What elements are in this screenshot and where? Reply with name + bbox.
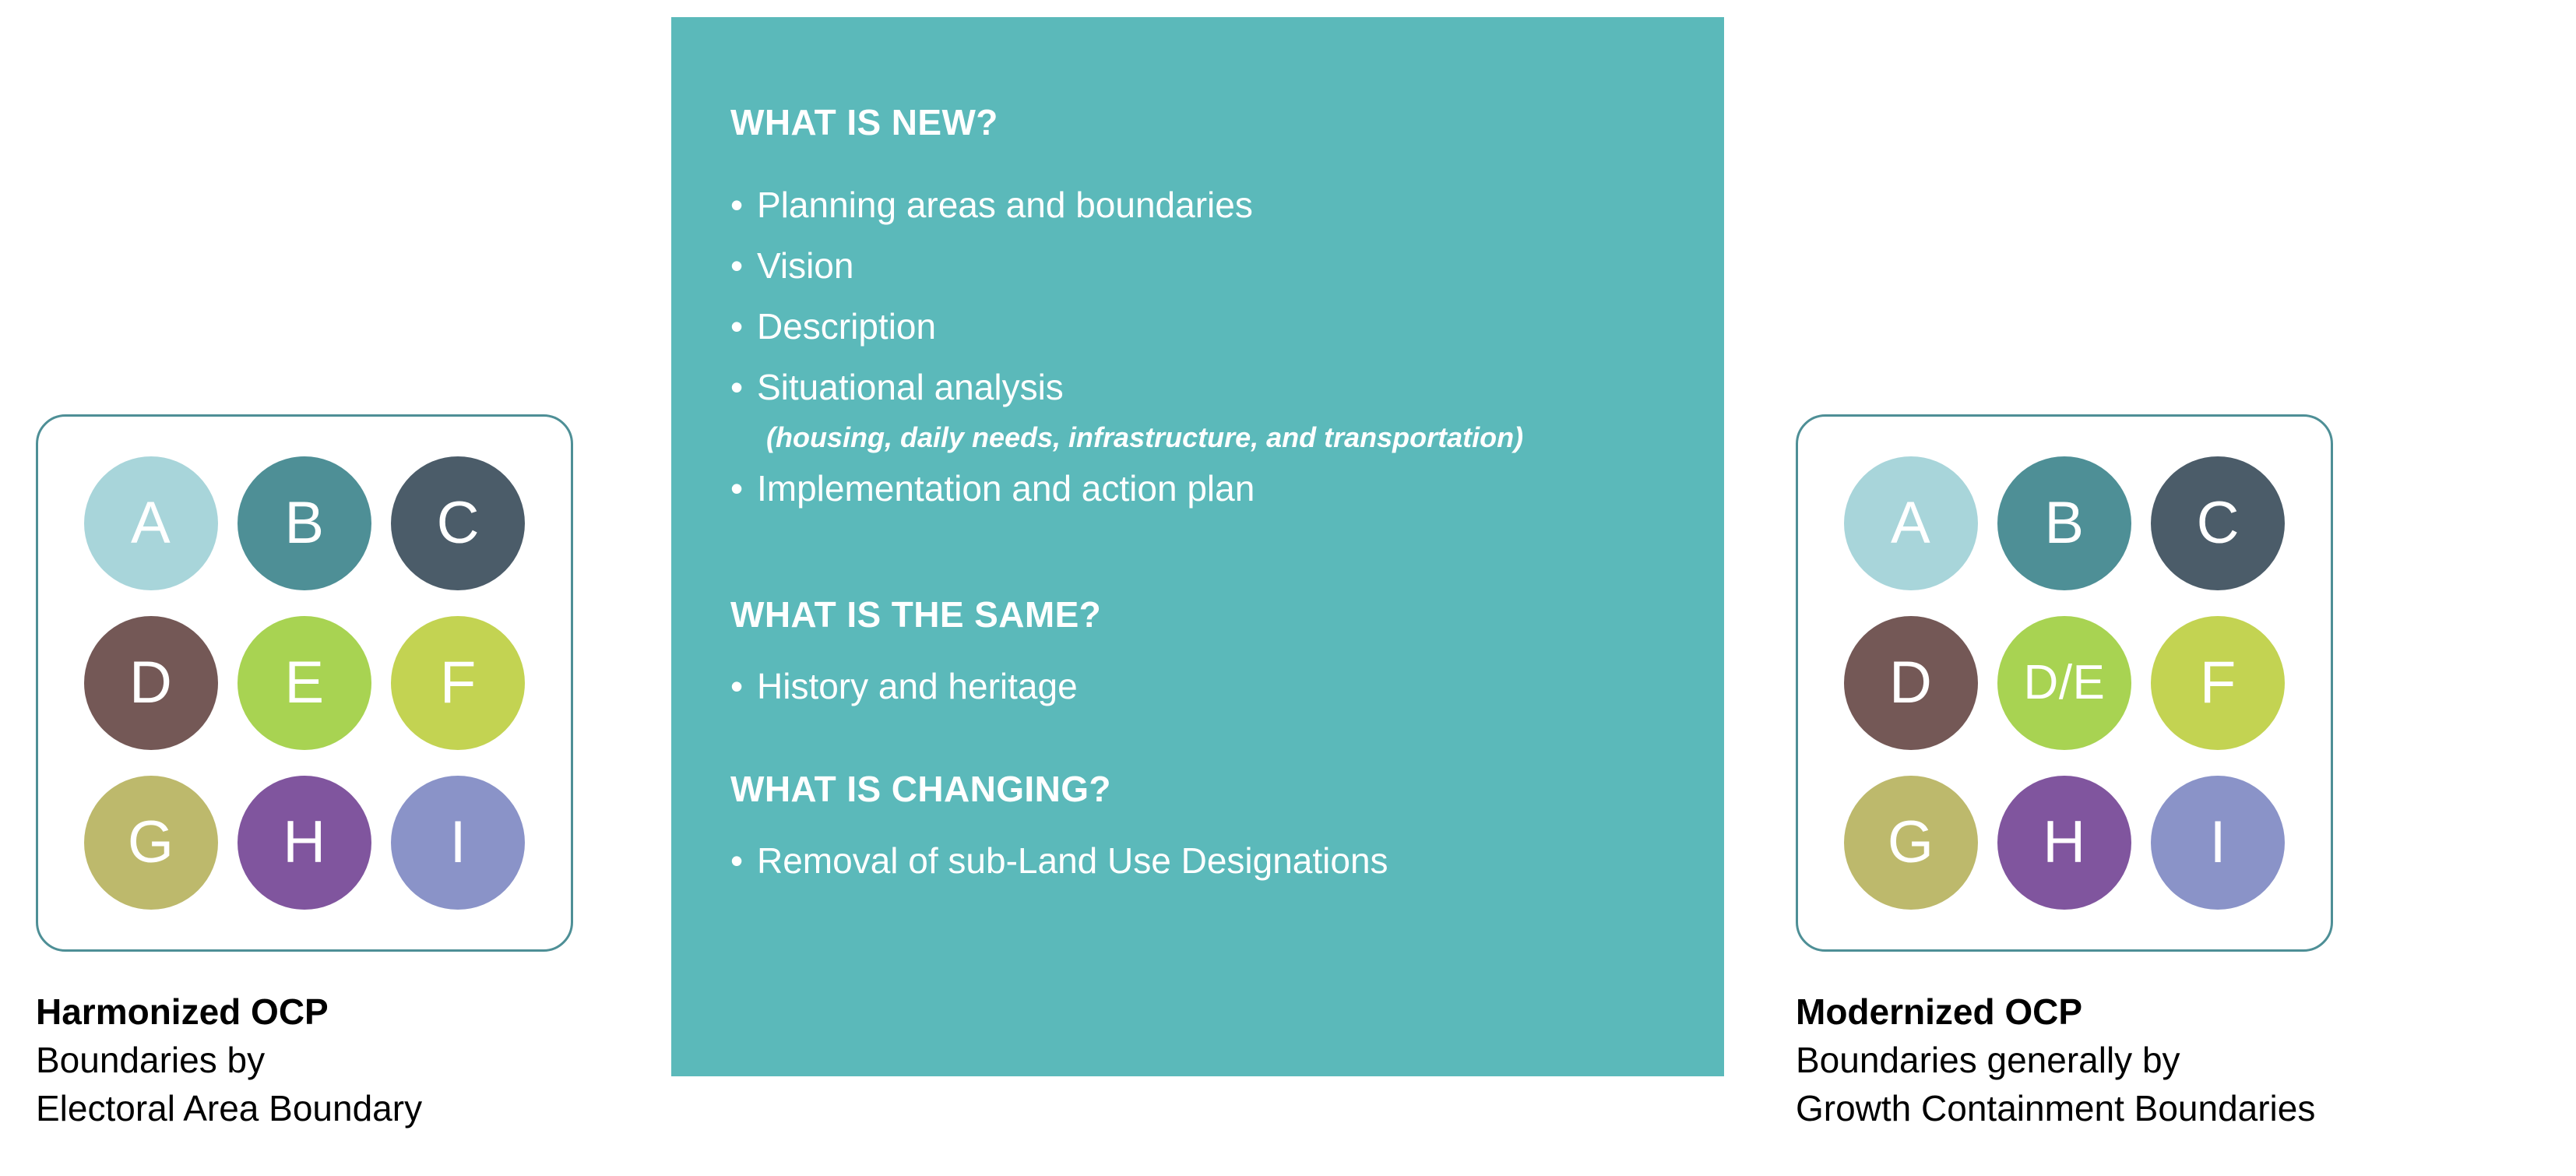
- what-is-changing-heading: WHAT IS CHANGING?: [730, 769, 1111, 809]
- spacer: [730, 636, 1724, 656]
- spacer: [730, 717, 1724, 768]
- spacer: [730, 143, 1724, 174]
- harmonized-ocp-caption-title: Harmonized OCP: [36, 991, 329, 1032]
- list-item: Vision: [730, 235, 1724, 296]
- what-is-new-heading: WHAT IS NEW?: [730, 102, 998, 143]
- list-item: Removal of sub-Land Use Designations: [730, 830, 1724, 891]
- what-is-new-list-continued: Implementation and action plan: [730, 458, 1724, 519]
- area-circle-de-merged[interactable]: D/E: [1997, 615, 2131, 750]
- harmonized-ocp-caption-line2: Boundaries by: [36, 1040, 266, 1080]
- area-circle-h[interactable]: H: [237, 776, 371, 910]
- area-circle-c[interactable]: C: [2151, 456, 2286, 590]
- area-circle-i[interactable]: I: [2151, 776, 2286, 910]
- spacer: [730, 519, 1724, 593]
- area-circle-f[interactable]: F: [2151, 615, 2286, 750]
- list-item: History and heritage: [730, 656, 1724, 717]
- area-circle-a[interactable]: A: [1843, 456, 1978, 590]
- modernized-ocp-caption-line2: Boundaries generally by: [1796, 1040, 2180, 1080]
- area-circle-g[interactable]: G: [1843, 776, 1978, 910]
- area-circle-h[interactable]: H: [1997, 776, 2131, 910]
- area-circle-a[interactable]: A: [83, 456, 218, 590]
- area-circle-b[interactable]: B: [1997, 456, 2131, 590]
- area-circle-f[interactable]: F: [391, 615, 526, 750]
- area-circle-b[interactable]: B: [237, 456, 371, 590]
- modernized-ocp-caption: Modernized OCP Boundaries generally by G…: [1796, 988, 2315, 1132]
- what-is-changing-list: Removal of sub-Land Use Designations: [730, 830, 1724, 891]
- planning-area-grid-modernized: A B C D D/E F G H I: [1798, 417, 2331, 949]
- list-item: Implementation and action plan: [730, 458, 1724, 519]
- planning-area-grid-harmonized: A B C D E F G H I: [38, 417, 571, 949]
- harmonized-ocp-block: A B C D E F G H I Harmonized OCP Boundar…: [36, 0, 628, 1176]
- summary-info-panel: WHAT IS NEW? Planning areas and boundari…: [671, 17, 1724, 1076]
- area-circle-d[interactable]: D: [83, 615, 218, 750]
- harmonized-ocp-caption: Harmonized OCP Boundaries by Electoral A…: [36, 988, 422, 1132]
- list-item: Situational analysis: [730, 357, 1724, 417]
- list-item: Planning areas and boundaries: [730, 174, 1724, 235]
- spacer: [730, 810, 1724, 830]
- list-item: Description: [730, 296, 1724, 357]
- area-circle-g[interactable]: G: [83, 776, 218, 910]
- harmonized-ocp-caption-line3: Electoral Area Boundary: [36, 1088, 423, 1128]
- modernized-ocp-caption-title: Modernized OCP: [1796, 991, 2083, 1032]
- what-is-new-list: Planning areas and boundaries Vision Des…: [730, 174, 1724, 417]
- modernized-ocp-caption-line3: Growth Containment Boundaries: [1796, 1088, 2316, 1128]
- area-circle-i[interactable]: I: [391, 776, 526, 910]
- harmonized-ocp-card: A B C D E F G H I: [36, 414, 573, 952]
- area-circle-d[interactable]: D: [1843, 615, 1978, 750]
- area-circle-c[interactable]: C: [391, 456, 526, 590]
- what-is-the-same-heading: WHAT IS THE SAME?: [730, 594, 1102, 635]
- modernized-ocp-block: A B C D D/E F G H I Modernized OCP Bound…: [1796, 0, 2576, 1176]
- modernized-ocp-card: A B C D D/E F G H I: [1796, 414, 2333, 952]
- area-circle-e[interactable]: E: [237, 615, 371, 750]
- situational-analysis-subnote: (housing, daily needs, infrastructure, a…: [766, 421, 1524, 453]
- what-is-the-same-list: History and heritage: [730, 656, 1724, 717]
